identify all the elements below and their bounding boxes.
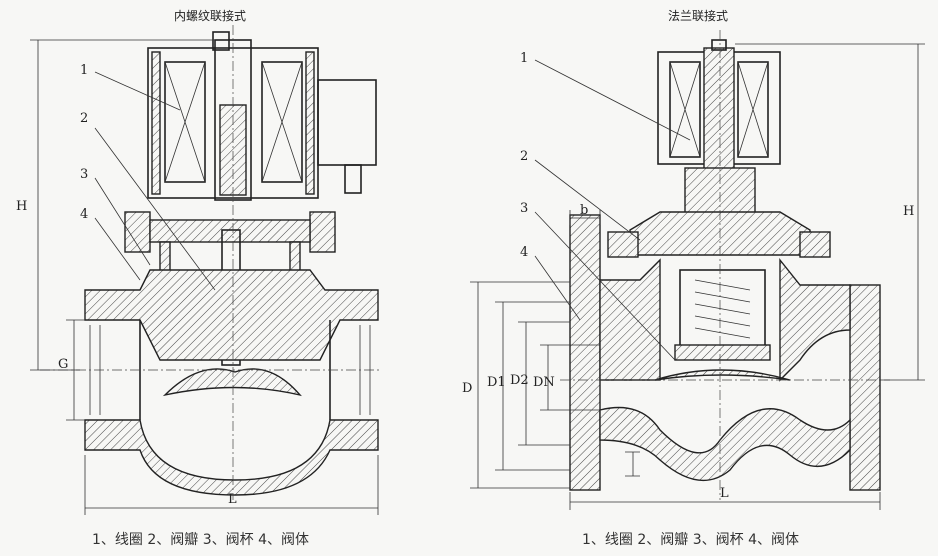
- callout-1-left: 1: [80, 63, 88, 78]
- dim-D: D: [462, 381, 472, 396]
- flange-right: [849, 284, 881, 491]
- right-title: 法兰联接式: [668, 8, 728, 23]
- coil-left: [164, 61, 206, 183]
- flange-valve-drawing: 法兰联接式 H D D1 D2 DN b: [462, 8, 925, 548]
- valve-body-bottom: [84, 419, 379, 496]
- threaded-valve-drawing: 内螺纹联接式 H G L: [16, 8, 380, 548]
- callout-3-right: 3: [520, 201, 528, 216]
- left-caption: 1、线圈 2、阀瓣 3、阀杯 4、阀体: [92, 532, 309, 548]
- dim-D2: D2: [510, 373, 529, 388]
- valve-disc: [674, 344, 771, 361]
- left-title: 内螺纹联接式: [174, 8, 246, 23]
- flange-left: [569, 214, 601, 491]
- dim-H-left: H: [16, 199, 27, 214]
- right-caption: 1、线圈 2、阀瓣 3、阀杯 4、阀体: [582, 532, 799, 548]
- valve-cup: [679, 269, 766, 351]
- dim-L-left: L: [228, 492, 237, 507]
- dim-H-right: H: [903, 204, 914, 219]
- callout-2-left: 2: [80, 111, 88, 126]
- connector-box: [317, 79, 377, 166]
- callout-2-right: 2: [520, 149, 528, 164]
- valve-body-bottom: [599, 406, 851, 482]
- coil-right: [261, 61, 303, 183]
- dim-D1: D1: [487, 375, 506, 390]
- callout-3-left: 3: [80, 167, 88, 182]
- dim-L-right: L: [720, 486, 729, 501]
- dim-DN: DN: [533, 375, 555, 390]
- callout-4-left: 4: [80, 207, 88, 222]
- callout-1-right: 1: [520, 51, 528, 66]
- callout-4-right: 4: [520, 245, 528, 260]
- valve-body-top: [84, 269, 379, 361]
- dim-G: G: [58, 357, 68, 372]
- dim-b: b: [580, 203, 588, 218]
